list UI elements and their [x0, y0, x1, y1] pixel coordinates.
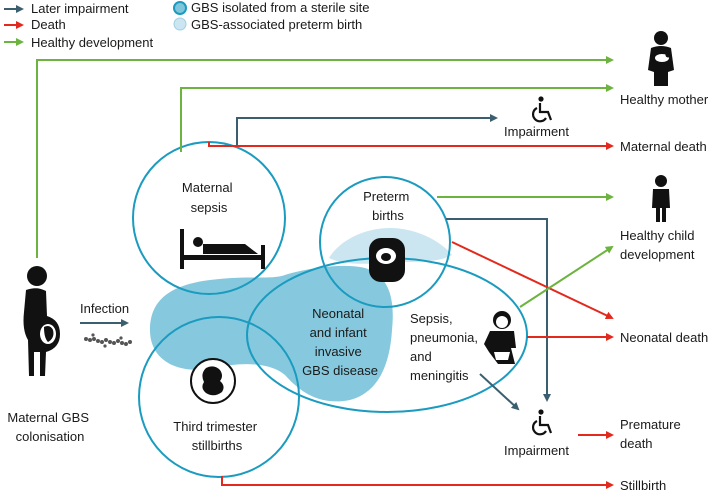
stillbirths-label: Third trimester stillbirths	[173, 419, 260, 453]
legend-label: Death	[31, 17, 66, 32]
fetus-icon	[190, 358, 236, 404]
preterm-births-label: Preterm births	[363, 189, 413, 223]
legend-label: GBS isolated from a sterile site	[191, 0, 369, 15]
stillbirth-arrow	[221, 476, 614, 489]
legend-label: Later impairment	[31, 1, 129, 16]
maternal-sepsis-circle	[132, 141, 286, 295]
stillbirths-circle	[138, 316, 300, 478]
pregnant-woman-icon	[23, 266, 60, 376]
impairment-top-arrow	[236, 114, 498, 147]
patient-in-bed-icon	[180, 229, 265, 269]
stillbirth-label: Stillbirth	[620, 478, 666, 492]
legend-gbs-preterm: GBS-associated preterm birth	[173, 17, 362, 32]
preterm-swatch-icon	[173, 17, 187, 31]
healthy-mother-label: Healthy mother	[620, 92, 709, 107]
healthy-mother-arrow-from-source	[36, 56, 614, 258]
maternal-death-arrow	[208, 142, 614, 150]
maternal-sepsis-label: Maternal sepsis	[182, 180, 236, 215]
preterm-death-arrow	[451, 241, 614, 320]
source-label: Maternal GBS colonisation	[7, 410, 92, 444]
legend-death: Death	[4, 17, 66, 32]
wheelchair-icon	[532, 409, 553, 436]
legend-label: GBS-associated preterm birth	[191, 17, 362, 32]
mother-with-baby-icon	[648, 31, 674, 86]
sepsis-list-label: Sepsis, pneumonia, and meningitis	[410, 311, 482, 383]
sterile-site-swatch-icon	[173, 1, 187, 15]
legend-later-impairment: Later impairment	[4, 1, 129, 16]
meningitis-impairment-arrow	[479, 373, 520, 411]
baby-icon	[484, 311, 516, 364]
legend-healthy-development: Healthy development	[4, 35, 154, 50]
maternal-death-label: Maternal death	[620, 139, 707, 154]
neonatal-healthy-arrow	[519, 245, 614, 308]
legend: Later impairment Death Healthy developme…	[4, 0, 369, 50]
premature-death-label: Premature death	[620, 417, 684, 451]
neonatal-disease-label: Neonatal and infant invasive GBS disease	[302, 306, 378, 378]
healthy-mother-arrow-from-sepsis	[180, 84, 614, 152]
neonatal-death-label: Neonatal death	[620, 330, 708, 345]
impairment-bottom-label: Impairment	[504, 443, 569, 458]
wheelchair-icon	[532, 96, 553, 123]
infection-label: Infection	[80, 301, 129, 316]
incubator-icon	[369, 238, 405, 282]
preterm-births-circle	[319, 176, 451, 308]
bacteria-chain-icon	[84, 333, 132, 348]
legend-gbs-sterile: GBS isolated from a sterile site	[173, 0, 369, 15]
healthy-child-label: Healthy child development	[620, 228, 698, 262]
child-icon	[652, 175, 670, 222]
impairment-top-label: Impairment	[504, 124, 569, 139]
legend-label: Healthy development	[31, 35, 154, 50]
preterm-impairment-arrow	[446, 218, 551, 402]
